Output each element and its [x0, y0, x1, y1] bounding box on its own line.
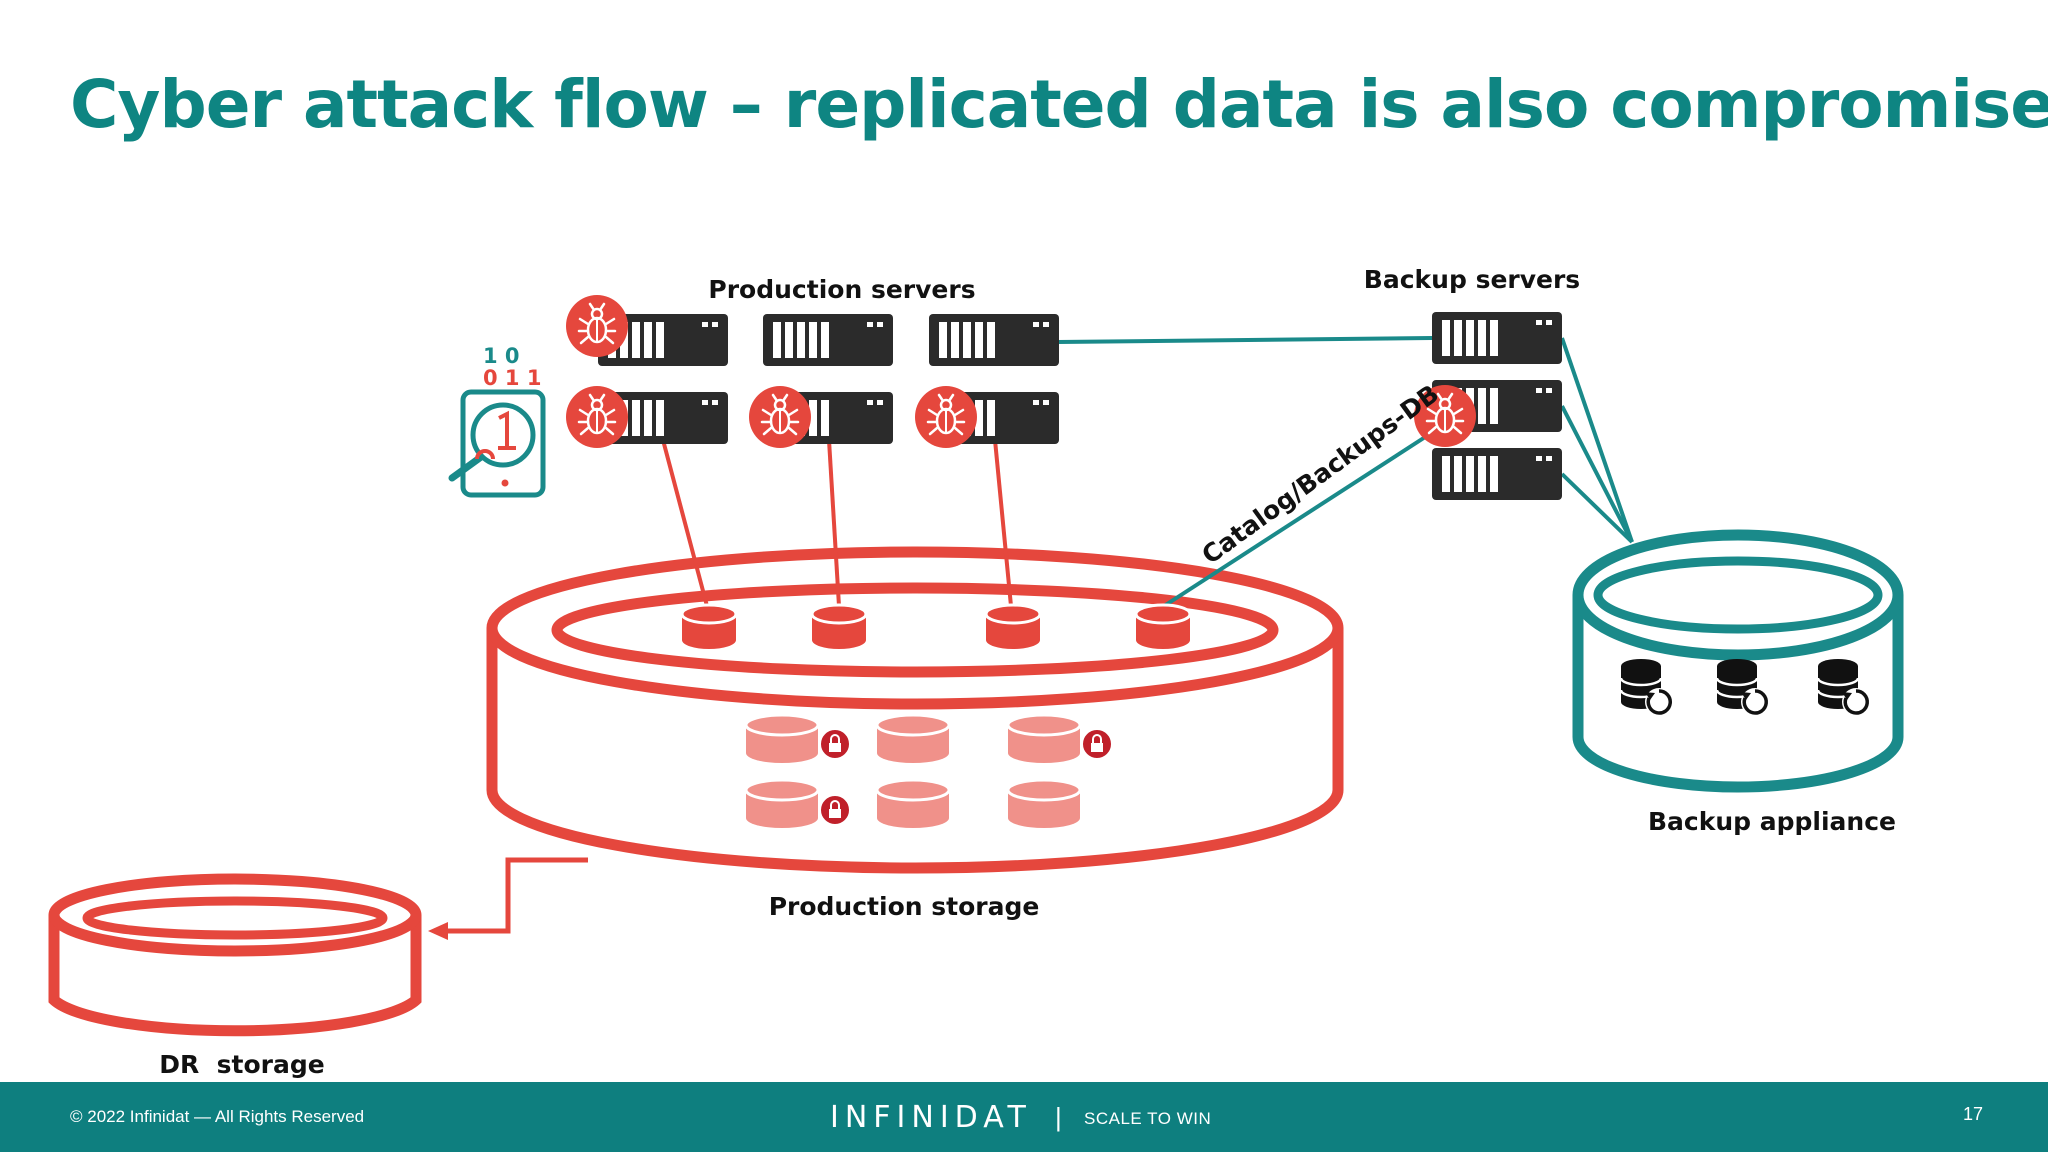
volume-icon [680, 603, 738, 651]
brand-logo: INFINIDAT [830, 1100, 1032, 1135]
bug-icon [747, 384, 813, 450]
backup-servers-label: Backup servers [1364, 265, 1580, 294]
bug-icon [564, 384, 630, 450]
production-servers-label: Production servers [708, 275, 975, 304]
catalog-link-label: Catalog/Backups-DB [1196, 379, 1444, 570]
production-servers [598, 314, 1059, 444]
server-icon [763, 314, 893, 366]
volume-icon [1006, 713, 1082, 765]
volume-icon [1006, 778, 1082, 830]
volume-icon [744, 778, 820, 830]
volume-icon [875, 713, 951, 765]
volume-icon [810, 603, 868, 651]
replication-arrow-icon [428, 857, 588, 940]
volume-icon [984, 603, 1042, 651]
backup-links [1057, 336, 1634, 608]
backup-databases [1619, 657, 1872, 718]
server-storage-links [661, 439, 1013, 607]
bug-icon [913, 384, 979, 450]
production-storage-label: Production storage [769, 892, 1040, 921]
copyright: © 2022 Infinidat — All Rights Reserved [70, 1107, 365, 1126]
padlock-icon [819, 794, 851, 826]
footer-separator: | [1055, 1102, 1062, 1132]
volume-icon [1134, 603, 1192, 651]
ransomware-tablet-icon: 1 0 0 1 1 [448, 344, 546, 498]
volume-icon [744, 713, 820, 765]
volume-icon [875, 778, 951, 830]
backup-appliance-label: Backup appliance [1648, 807, 1896, 836]
server-icon [929, 314, 1059, 366]
dr-storage-label: DR storage [159, 1050, 324, 1079]
padlock-icon [1081, 728, 1113, 760]
svg-text:1 0: 1 0 [483, 344, 520, 368]
padlock-icon [819, 728, 851, 760]
svg-text:0 1 1: 0 1 1 [483, 366, 541, 390]
slide-title: Cyber attack flow – replicated data is a… [70, 66, 2048, 143]
dr-storage [48, 873, 422, 1037]
page-number: 17 [1963, 1104, 1984, 1124]
tagline: SCALE TO WIN [1084, 1109, 1212, 1128]
server-icon [1432, 312, 1562, 364]
footer-bar: © 2022 Infinidat — All Rights Reserved I… [0, 1082, 2048, 1152]
attack-flow-diagram: 1 0 0 1 1 Production servers Backup serv… [48, 265, 1904, 1079]
server-icon [1432, 448, 1562, 500]
bug-icon [564, 293, 630, 359]
